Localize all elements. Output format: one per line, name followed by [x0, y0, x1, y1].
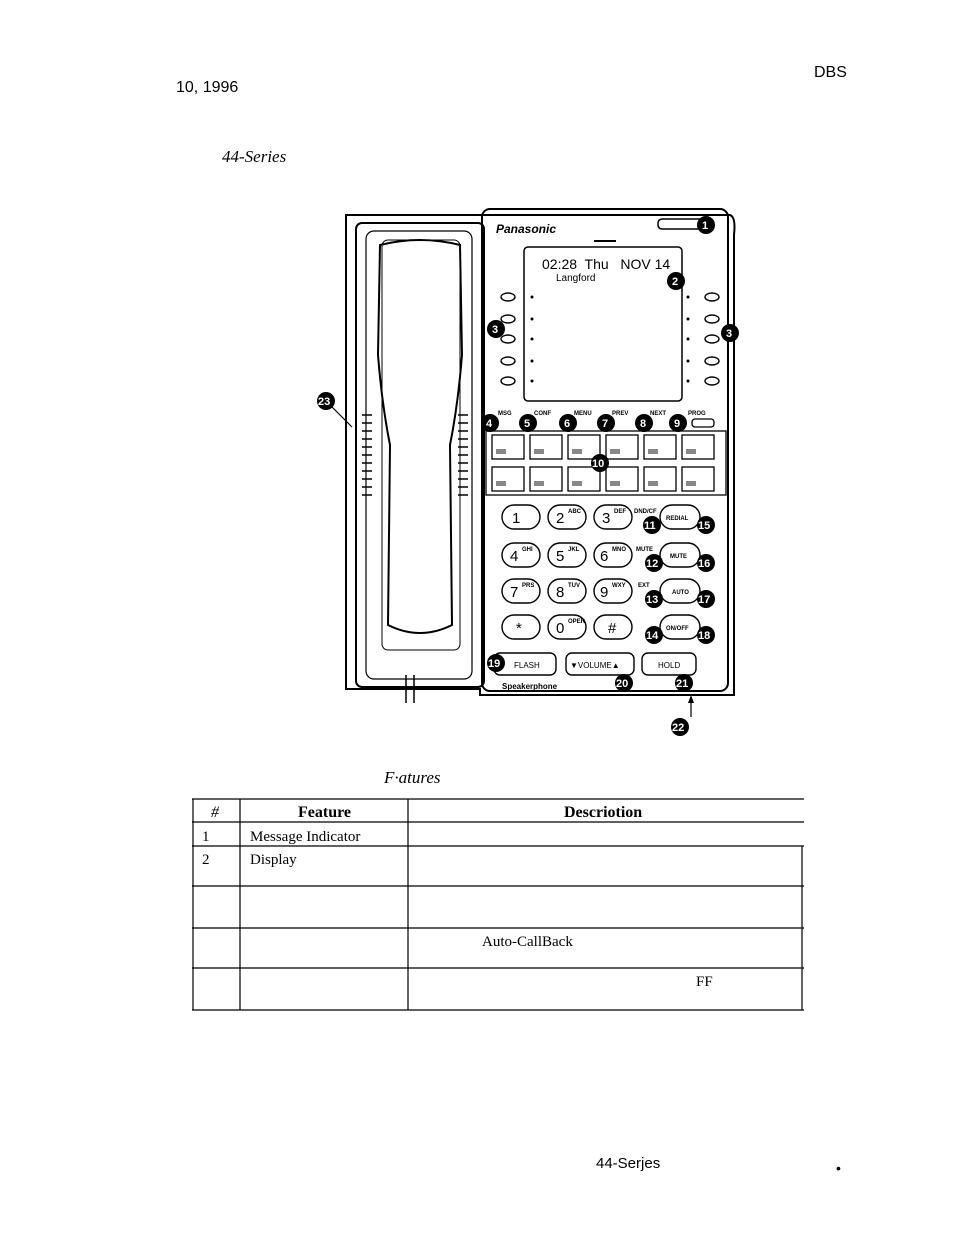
svg-text:PRS: PRS: [522, 583, 534, 589]
svg-text:9: 9: [674, 418, 680, 430]
label-ext: EXT: [638, 583, 650, 589]
header-feature: Feature: [298, 804, 351, 821]
auto-button: AUTO: [672, 590, 689, 596]
key-pound: #: [608, 620, 617, 637]
svg-text:12: 12: [646, 558, 658, 570]
svg-text:16: 16: [698, 558, 710, 570]
section-title: 44-Series: [222, 147, 287, 166]
svg-text:WXY: WXY: [612, 583, 626, 589]
handset-grille: [362, 414, 468, 496]
flash-button: FLASH: [514, 661, 540, 670]
brand-logo: Panasonic: [496, 222, 556, 236]
callout-bubbles: 1 2 3 3 4 5 6 7 8 9 10 11 12 13 14 15 16…: [317, 216, 739, 736]
volume-button: ▼VOLUME▲: [570, 661, 620, 670]
svg-text:JKL: JKL: [568, 547, 580, 553]
svg-text:23: 23: [318, 396, 330, 408]
display-screen: [523, 246, 683, 402]
svg-text:8: 8: [640, 418, 646, 430]
key-4: 4: [510, 548, 518, 565]
svg-text:OPER: OPER: [568, 619, 586, 625]
svg-text:2: 2: [672, 276, 678, 288]
soft-keys[interactable]: [500, 292, 720, 386]
hold-button: HOLD: [658, 661, 680, 670]
key-7: 7: [510, 584, 518, 601]
svg-text:ABC: ABC: [568, 509, 582, 515]
phone-illustration: Panasonic 02:28 Thu NOV 14 Langford MSG …: [317, 208, 739, 736]
svg-text:6: 6: [564, 418, 570, 430]
fkey-prev: PREV: [612, 411, 628, 417]
header-num: #: [211, 804, 220, 821]
header-brand: DBS: [814, 64, 847, 81]
features-table: # Feature Descriotion 1 Message Indicato…: [192, 798, 804, 1011]
svg-text:20: 20: [616, 678, 628, 690]
svg-text:22: 22: [672, 722, 684, 734]
fkey-prog: PROG: [688, 411, 706, 417]
svg-text:TUV: TUV: [568, 583, 580, 589]
redial-button: REDIAL: [666, 516, 689, 522]
display-line1: 02:28 Thu NOV 14: [542, 256, 670, 272]
svg-text:4: 4: [486, 418, 493, 430]
right-buttons[interactable]: [659, 504, 701, 640]
onoff-button: ON/OFF: [666, 626, 689, 632]
svg-text:11: 11: [644, 520, 656, 532]
key-2: 2: [556, 510, 564, 527]
svg-text:DEF: DEF: [614, 509, 626, 515]
key-0: 0: [556, 620, 564, 637]
table-caption: F·atures: [384, 768, 441, 787]
key-9: 9: [600, 584, 608, 601]
svg-text:18: 18: [698, 630, 710, 642]
row4-description: Auto-CallBack: [482, 934, 573, 950]
key-8: 8: [556, 584, 564, 601]
display-line2: Langford: [556, 273, 595, 284]
fkey-next: NEXT: [650, 411, 666, 417]
key-6: 6: [600, 548, 608, 565]
phone-body: [481, 208, 729, 692]
row2-feature: Display: [250, 852, 297, 868]
row5-description: FF: [696, 974, 713, 990]
svg-text:10: 10: [592, 458, 604, 470]
dial-pad[interactable]: [501, 504, 633, 640]
svg-text:13: 13: [646, 594, 658, 606]
svg-text:5: 5: [524, 418, 530, 430]
header-date: 10, 1996: [176, 79, 239, 96]
svg-text:21: 21: [676, 678, 688, 690]
svg-text:3: 3: [492, 324, 498, 336]
fkey-conf: CONF: [534, 411, 551, 417]
header-description: Descriotion: [564, 804, 642, 821]
row2-num: 2: [202, 852, 210, 868]
row1-num: 1: [202, 829, 210, 845]
key-1: 1: [512, 510, 520, 527]
svg-text:1: 1: [702, 220, 708, 232]
svg-text:7: 7: [602, 418, 608, 430]
fkey-menu: MENU: [574, 411, 592, 417]
svg-text:MNO: MNO: [612, 547, 626, 553]
svg-text:19: 19: [488, 658, 500, 670]
svg-text:3: 3: [726, 328, 732, 340]
svg-text:GHI: GHI: [522, 547, 533, 553]
key-star: *: [516, 620, 522, 637]
label-mute: MUTE: [636, 547, 653, 553]
speakerphone-label: Speakerphone: [502, 682, 558, 691]
handset[interactable]: [376, 239, 464, 634]
svg-text:17: 17: [698, 594, 710, 606]
label-dnd: DND/CF: [634, 509, 657, 515]
key-5: 5: [556, 548, 564, 565]
flexible-buttons[interactable]: [485, 430, 727, 496]
footer-series: 44-Serjes: [596, 1155, 661, 1172]
fkey-msg: MSG: [498, 411, 512, 417]
row1-feature: Message Indicator: [250, 829, 360, 845]
svg-text:15: 15: [698, 520, 710, 532]
mute-button: MUTE: [670, 554, 687, 560]
handset-cradle: [355, 222, 485, 688]
footer-dot: •: [836, 1160, 841, 1176]
svg-text:14: 14: [646, 630, 659, 642]
key-3: 3: [602, 510, 610, 527]
